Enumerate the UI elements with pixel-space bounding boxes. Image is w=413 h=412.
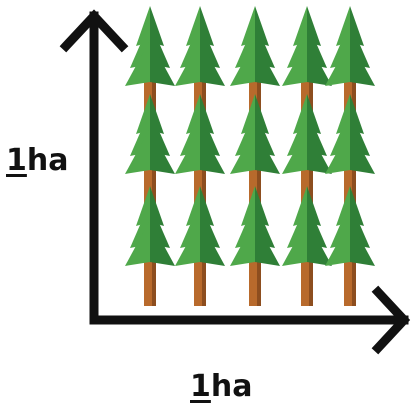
axes bbox=[59, 9, 411, 355]
pine-tree-icon bbox=[282, 6, 332, 86]
pine-tree-icon bbox=[325, 6, 375, 86]
pine-tree-icon bbox=[230, 94, 280, 174]
tree-column bbox=[230, 6, 280, 306]
tree-grid bbox=[125, 6, 375, 306]
pine-tree-icon bbox=[325, 94, 375, 174]
pine-tree-icon bbox=[125, 94, 175, 174]
pine-tree-icon bbox=[125, 186, 175, 266]
y-axis-label-number: 1 bbox=[6, 143, 27, 178]
tree-column bbox=[175, 6, 225, 306]
x-axis-label-unit: ha bbox=[210, 369, 253, 404]
x-axis-arrow-icon bbox=[89, 285, 411, 355]
y-axis-label: 1ha bbox=[6, 146, 68, 176]
pine-tree-icon bbox=[175, 186, 225, 266]
y-axis-label-unit: ha bbox=[26, 143, 69, 178]
tree-column bbox=[282, 6, 332, 306]
pine-tree-icon bbox=[282, 94, 332, 174]
pine-tree-icon bbox=[230, 6, 280, 86]
pine-tree-icon bbox=[282, 186, 332, 266]
pine-tree-icon bbox=[125, 6, 175, 86]
tree-column bbox=[125, 6, 175, 306]
tree-column bbox=[325, 6, 375, 306]
x-axis-label-number: 1 bbox=[190, 369, 211, 404]
pine-tree-icon bbox=[230, 186, 280, 266]
x-axis-label: 1ha bbox=[190, 372, 252, 402]
y-axis-arrow-icon bbox=[59, 9, 129, 325]
pine-tree-icon bbox=[175, 6, 225, 86]
pine-tree-icon bbox=[175, 94, 225, 174]
pine-tree-icon bbox=[325, 186, 375, 266]
